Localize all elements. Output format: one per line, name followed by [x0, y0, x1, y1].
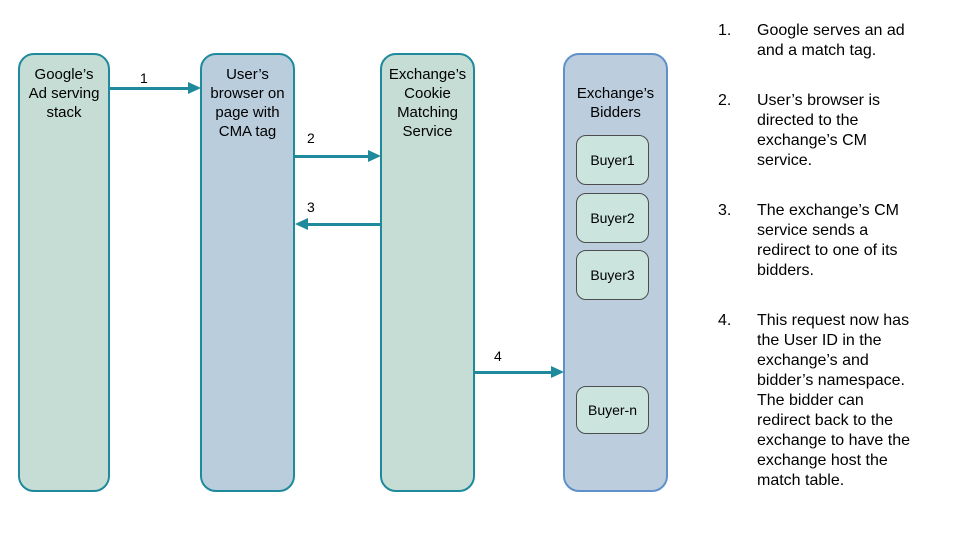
arrow-2-label: 2 [307, 130, 315, 146]
arrow-1-line [110, 87, 188, 90]
arrow-2-head-icon [368, 150, 381, 162]
step-1-text: Google serves an ad and a match tag. [757, 22, 905, 59]
arrow-1-label: 1 [140, 70, 148, 86]
buyer-n-box: Buyer-n [576, 386, 649, 434]
list-item: 4. This request now has the User ID in t… [718, 311, 952, 491]
arrow-3-label: 3 [307, 199, 315, 215]
exchange-bidders-label: Exchange’s Bidders [576, 85, 655, 121]
buyer3-box: Buyer3 [576, 250, 649, 300]
arrow-4-head-icon [551, 366, 564, 378]
arrow-4-line [475, 371, 551, 374]
buyer2-box: Buyer2 [576, 193, 649, 243]
list-item: 1. Google serves an ad and a match tag. [718, 21, 952, 61]
arrow-3-line [307, 223, 380, 226]
arrow-1-head-icon [188, 82, 201, 94]
exchange-bidders-box: Exchange’s Bidders Buyer1 Buyer2 Buyer3 … [563, 53, 668, 492]
step-4-number: 4. [718, 312, 732, 329]
step-4-text: This request now has the User ID in the … [757, 312, 911, 489]
arrow-4-label: 4 [494, 348, 502, 364]
buyer1-box: Buyer1 [576, 135, 649, 185]
exchange-cookie-matching-service-box: Exchange’s Cookie Matching Service [380, 53, 475, 492]
arrow-2-line [295, 155, 368, 158]
list-item: 2. User’s browser is directed to the exc… [718, 91, 952, 171]
step-2-text: User’s browser is directed to the exchan… [757, 92, 880, 169]
user-browser-box: User’s browser on page with CMA tag [200, 53, 295, 492]
list-item: 3. The exchange’s CM service sends a red… [718, 201, 952, 281]
arrow-3-head-icon [295, 218, 308, 230]
step-1-number: 1. [718, 22, 732, 39]
step-3-number: 3. [718, 202, 732, 219]
step-3-text: The exchange’s CM service sends a redire… [757, 202, 899, 279]
step-2-number: 2. [718, 92, 732, 109]
google-ad-serving-stack-box: Google’s Ad serving stack [18, 53, 110, 492]
steps-list: 1. Google serves an ad and a match tag. … [718, 21, 952, 521]
